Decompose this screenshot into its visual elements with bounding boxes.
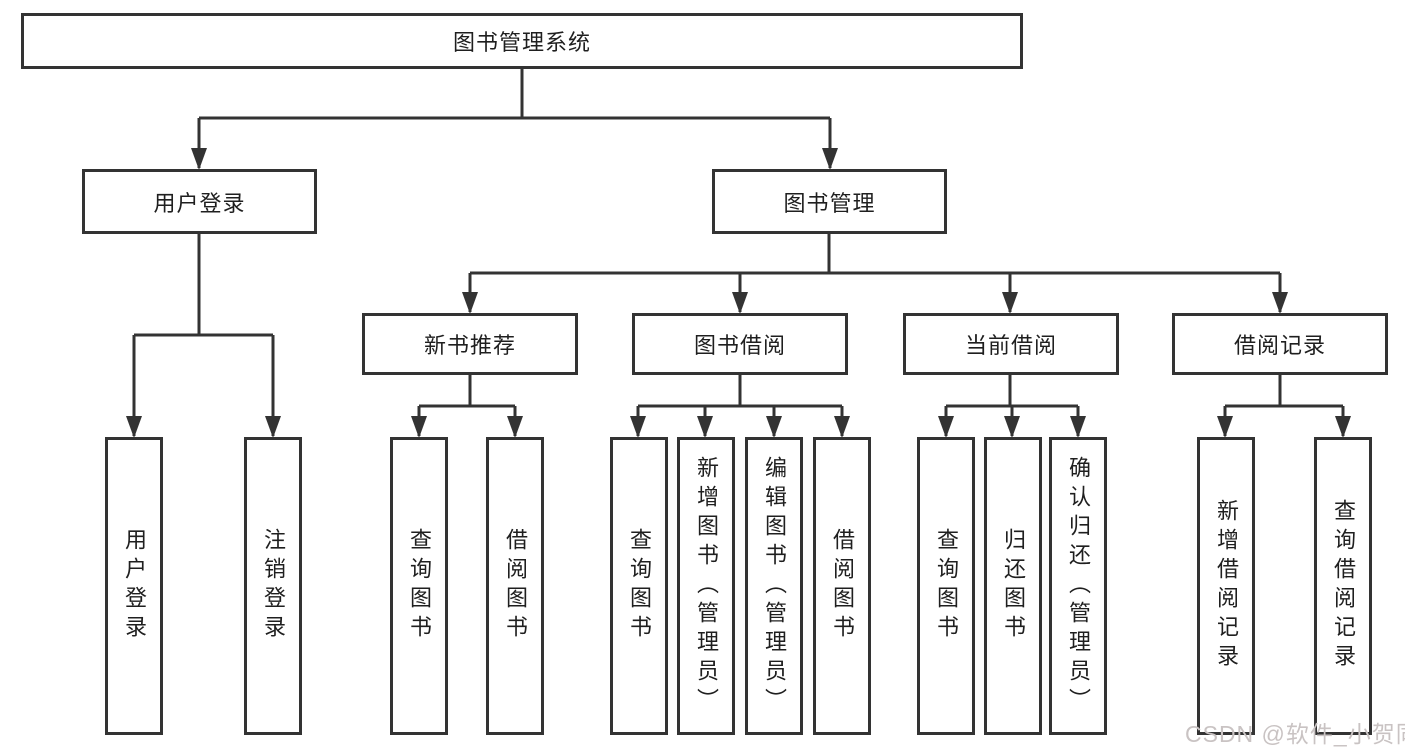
node-borrowing-records: 借阅记录 bbox=[1172, 313, 1388, 375]
leaf-label: 借阅图书 bbox=[503, 528, 528, 644]
leaf-edit-book-admin: 编辑图书（管理员） bbox=[745, 437, 803, 735]
node-new-book-recommendation: 新书推荐 bbox=[362, 313, 578, 375]
node-label: 图书管理 bbox=[783, 190, 876, 216]
node-user-login: 用户登录 bbox=[82, 169, 317, 234]
branch-lines bbox=[134, 69, 1343, 408]
leaf-label: 编辑图书（管理员） bbox=[762, 455, 787, 717]
node-label: 新书推荐 bbox=[423, 333, 516, 358]
leaf-label: 确认归还（管理员） bbox=[1066, 455, 1091, 717]
leaf-label: 查询图书 bbox=[407, 528, 432, 644]
leaf-query-books-recommend: 查询图书 bbox=[390, 437, 448, 735]
node-label: 借阅记录 bbox=[1233, 333, 1326, 358]
leaf-label: 归还图书 bbox=[1001, 528, 1026, 644]
node-book-borrowing: 图书借阅 bbox=[632, 313, 848, 375]
leaf-add-borrow-record: 新增借阅记录 bbox=[1197, 437, 1255, 735]
leaf-label: 查询图书 bbox=[627, 528, 652, 644]
leaf-label: 新增借阅记录 bbox=[1214, 499, 1239, 673]
leaf-label: 注销登录 bbox=[261, 528, 286, 644]
node-current-borrowing: 当前借阅 bbox=[903, 313, 1119, 375]
node-label: 图书借阅 bbox=[693, 333, 786, 358]
watermark: CSDN @软件_小贺同学 bbox=[1185, 721, 1405, 747]
leaf-label: 查询图书 bbox=[934, 528, 959, 644]
node-label: 当前借阅 bbox=[964, 333, 1057, 358]
leaf-confirm-return-admin: 确认归还（管理员） bbox=[1049, 437, 1107, 735]
leaf-add-book-admin: 新增图书（管理员） bbox=[677, 437, 735, 735]
node-library-management-system: 图书管理系统 bbox=[21, 13, 1023, 69]
leaf-label: 新增图书（管理员） bbox=[694, 455, 719, 717]
leaf-user-login: 用户登录 bbox=[105, 437, 163, 735]
leaf-label: 查询借阅记录 bbox=[1331, 499, 1356, 673]
leaf-logout: 注销登录 bbox=[244, 437, 302, 735]
node-label: 图书管理系统 bbox=[452, 30, 591, 55]
node-book-management: 图书管理 bbox=[712, 169, 947, 234]
leaf-label: 用户登录 bbox=[122, 528, 147, 644]
leaf-return-books: 归还图书 bbox=[984, 437, 1042, 735]
leaf-query-books-current: 查询图书 bbox=[917, 437, 975, 735]
leaf-query-books-borrowing: 查询图书 bbox=[610, 437, 668, 735]
node-label: 用户登录 bbox=[153, 190, 246, 216]
leaf-borrow-books-recommend: 借阅图书 bbox=[486, 437, 544, 735]
leaf-label: 借阅图书 bbox=[830, 528, 855, 644]
leaf-borrow-books-borrowing: 借阅图书 bbox=[813, 437, 871, 735]
leaf-query-borrow-record: 查询借阅记录 bbox=[1314, 437, 1372, 735]
